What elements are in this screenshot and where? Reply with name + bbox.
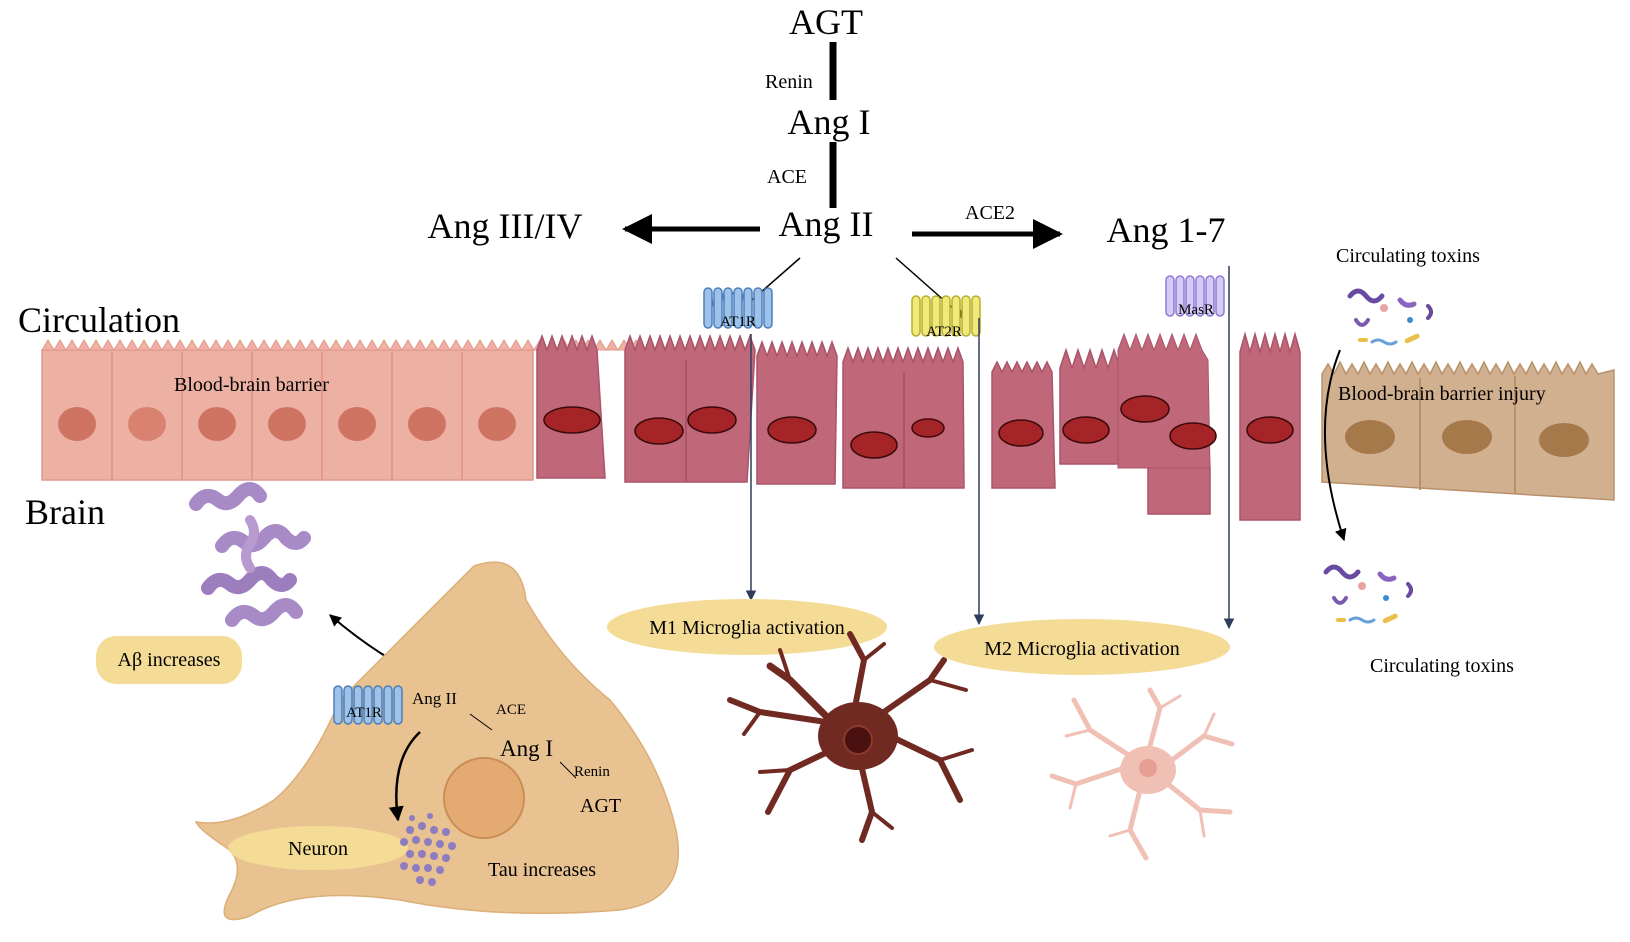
m1-label: M1 Microglia activation: [649, 617, 845, 639]
barrier-label: Blood-brain barrier: [174, 374, 329, 396]
neuron-at1r-receptor: AT1R: [333, 685, 403, 725]
amyloid-beta-plaque: [189, 482, 311, 627]
toxins-top-group: Circulating toxins: [1336, 245, 1480, 346]
agt-label: AGT: [789, 2, 863, 42]
neuron-at1r-label: AT1R: [346, 705, 382, 721]
injured-barrier-cells: [1321, 360, 1615, 501]
ang1-to-ang2-neuron-line: [469, 713, 493, 731]
ang2-label: Ang II: [779, 204, 874, 244]
masr-label: MasR: [1178, 302, 1214, 318]
toxin-passage-arrow: [1323, 349, 1347, 542]
healthy-barrier-cells: [41, 339, 643, 481]
neuron-ang2-label: Ang II: [412, 689, 457, 708]
ang3-4-label: Ang III/IV: [428, 206, 583, 246]
m2-microglia-cell: [1049, 687, 1235, 861]
neuron-nucleus: [443, 757, 525, 839]
toxins-top-label: Circulating toxins: [1336, 245, 1480, 267]
at2r-receptor: AT2R: [911, 295, 981, 340]
barrier-injury-label: Blood-brain barrier injury: [1338, 383, 1546, 405]
m2-label: M2 Microglia activation: [984, 638, 1180, 660]
m1-microglia-cell: [727, 631, 974, 843]
abeta-label-group: Aβ increases: [96, 636, 242, 684]
neuron-label-pill: [228, 826, 408, 870]
at2r-label: AT2R: [926, 324, 962, 340]
tau-aggregates: [400, 813, 456, 886]
activated-barrier-cells: [536, 331, 1301, 521]
abeta-label-pill: [96, 636, 242, 684]
brain-label: Brain: [25, 492, 105, 532]
at1r-label: AT1R: [720, 314, 756, 330]
abeta-label: Aβ increases: [118, 649, 221, 671]
agt-to-ang1-neuron-line: [559, 761, 577, 779]
toxins-bottom-group: Circulating toxins: [1323, 564, 1514, 677]
tau-label: Tau increases: [488, 859, 596, 881]
ang1-label: Ang I: [788, 102, 871, 142]
at1r-receptor: AT1R: [703, 287, 773, 330]
neuron-cell: Neuron AT1R Ang II ACE Ang I Renin AGT T…: [194, 561, 680, 921]
ace-label: ACE: [767, 166, 807, 188]
renin-label: Renin: [765, 71, 813, 93]
masr-receptor: MasR: [1165, 275, 1225, 318]
m1-microglia-group: M1 Microglia activation: [607, 599, 974, 843]
toxins-bottom-label: Circulating toxins: [1370, 655, 1514, 677]
neuron-ace-label: ACE: [496, 702, 526, 718]
blood-brain-barrier: Blood-brain barrier: [41, 331, 1615, 521]
circulation-label: Circulation: [18, 300, 180, 340]
m1-label-pill: [607, 599, 887, 655]
ace2-label: ACE2: [965, 202, 1015, 224]
ang2-to-tau-arrow: [388, 731, 421, 822]
neuron-renin-label: Renin: [574, 764, 610, 780]
neuron-label: Neuron: [288, 838, 348, 860]
m2-label-pill: [934, 619, 1230, 675]
m2-microglia-group: M2 Microglia activation: [934, 619, 1235, 861]
ang1-7-label: Ang 1-7: [1107, 210, 1226, 250]
raas-cascade: AGT Renin Ang I ACE Ang II Ang III/IV AC…: [428, 2, 1226, 319]
neuron-agt-label: AGT: [580, 795, 621, 817]
neuron-ang1-label: Ang I: [500, 736, 553, 761]
